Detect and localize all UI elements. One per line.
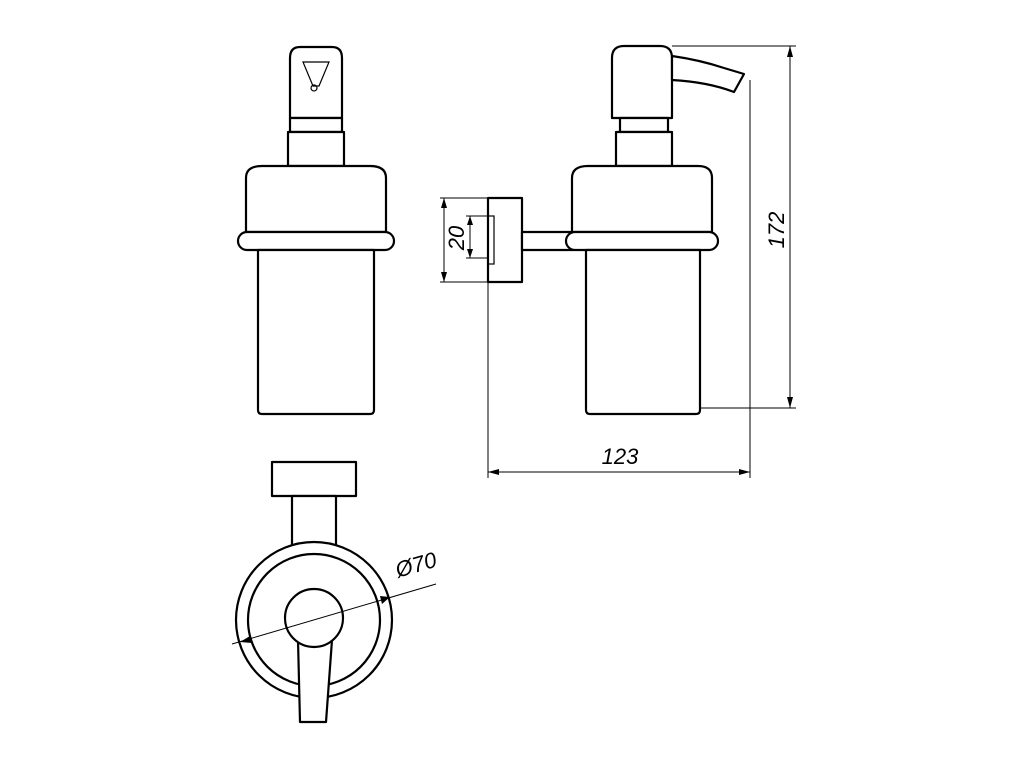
top-spout: [296, 638, 334, 724]
front-container: [256, 248, 376, 416]
wall-plate: [486, 196, 524, 284]
front-pump-neck: [288, 116, 344, 134]
dimension-label-20: 20: [444, 225, 469, 251]
side-cap: [570, 164, 714, 234]
top-view: [234, 460, 394, 724]
side-pump-spout: [670, 54, 746, 94]
dimension-label-172: 172: [764, 212, 789, 249]
front-cap: [244, 164, 388, 234]
front-pump-collar: [286, 130, 346, 168]
side-ring: [564, 230, 720, 252]
dimension-total-height: 172: [672, 45, 796, 409]
front-pump-nozzle: [302, 61, 330, 87]
top-pump-head: [283, 587, 345, 649]
side-pump-collar: [614, 130, 674, 168]
side-pump-head: [610, 44, 674, 120]
side-view: [486, 44, 746, 416]
dimension-label-diameter: Ø70: [392, 547, 441, 583]
dimension-bracket-height: 20: [440, 197, 488, 283]
front-view: [236, 45, 396, 416]
front-pump-head: [288, 45, 344, 120]
front-ring: [236, 230, 396, 252]
wall-plate-inner: [487, 215, 495, 265]
side-container: [584, 248, 702, 416]
dimension-label-123: 123: [602, 444, 639, 469]
front-pump-hole: [310, 84, 318, 92]
top-wall-plate: [270, 460, 358, 498]
dimension-projection-depth: 123: [487, 80, 751, 478]
side-pump-neck: [618, 116, 670, 134]
